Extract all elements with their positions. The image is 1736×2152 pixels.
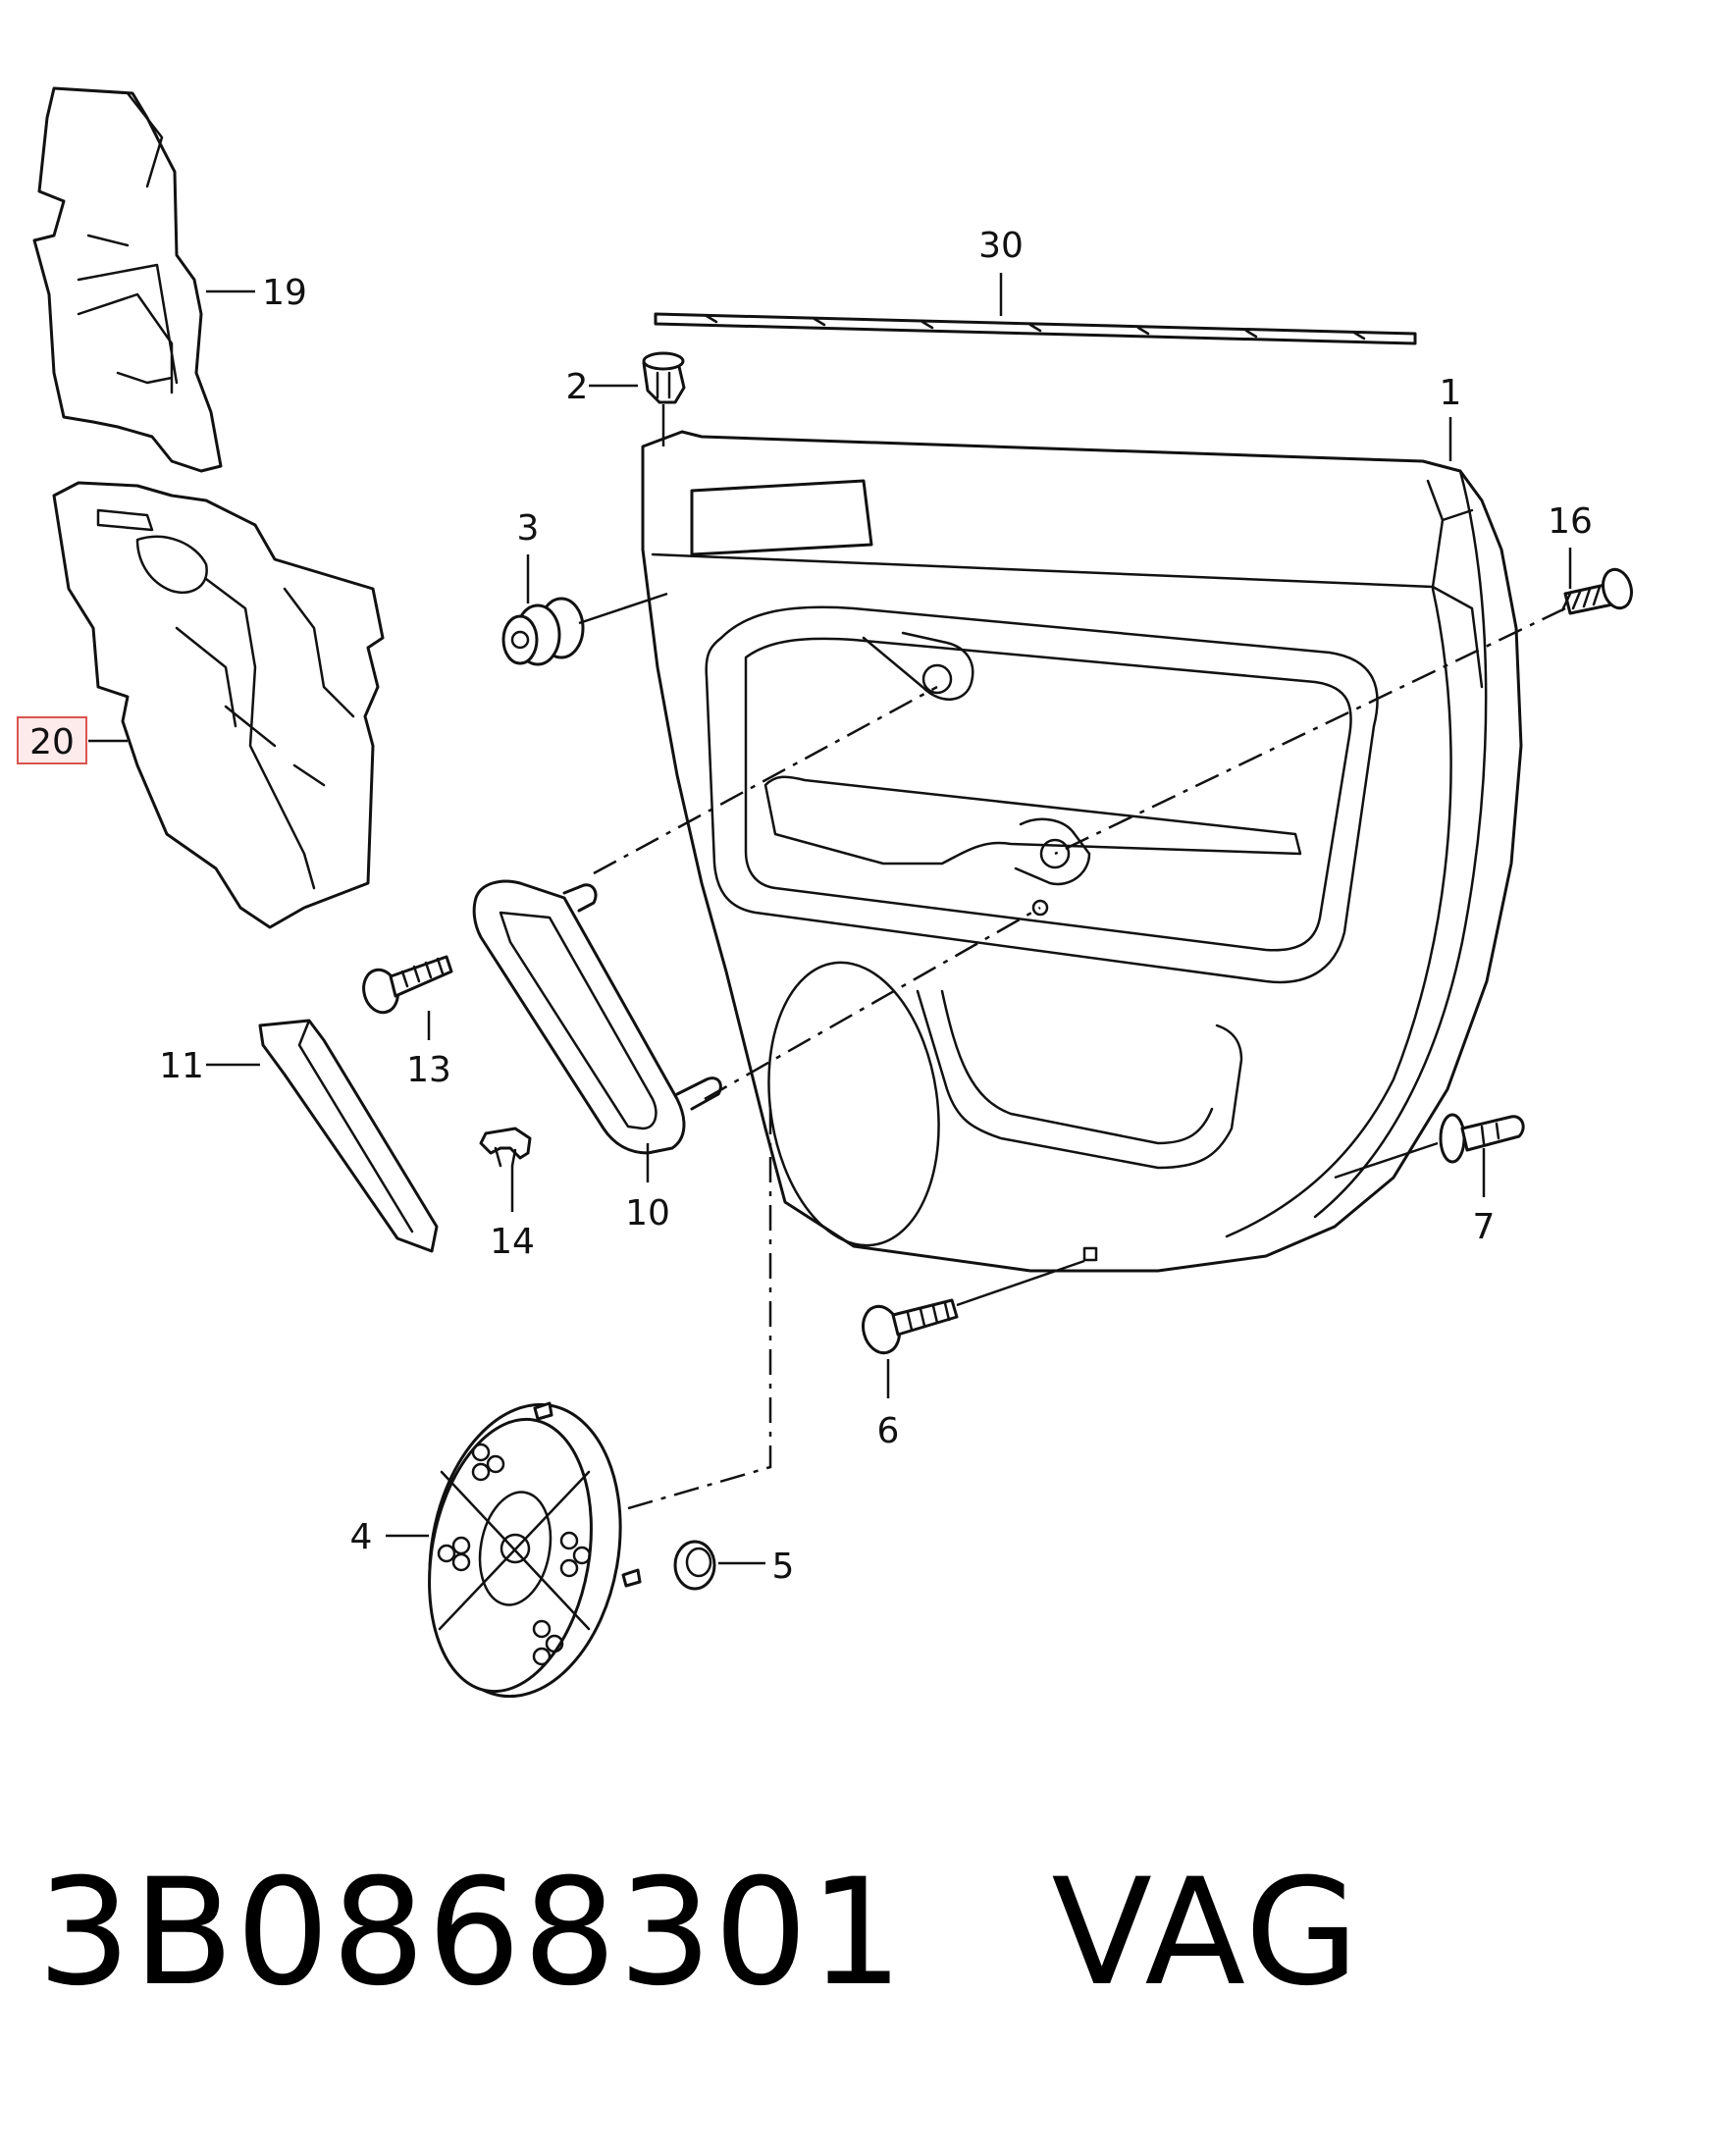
part-11-trim-strip — [258, 1019, 439, 1253]
callout-11: 11 — [159, 1046, 204, 1086]
callout-10: 10 — [625, 1193, 670, 1233]
leader-lines — [88, 273, 1572, 1565]
callout-labels: 30 1 2 3 16 19 20 13 11 14 10 7 6 4 5 — [17, 226, 1593, 1587]
part-19-insulation-upper — [32, 86, 223, 473]
part-30-window-strip — [654, 312, 1417, 345]
callout-7: 7 — [1473, 1207, 1496, 1247]
part-1-door-trim-panel — [641, 430, 1523, 1273]
callout-4: 4 — [350, 1517, 373, 1557]
part-10-pull-handle — [472, 879, 722, 1155]
part-2-clip — [642, 351, 686, 404]
part-20-insulation-lower — [52, 481, 385, 929]
callout-3: 3 — [517, 508, 540, 549]
callout-6: 6 — [877, 1411, 900, 1451]
callout-1: 1 — [1440, 373, 1462, 413]
callout-14: 14 — [490, 1222, 535, 1262]
part-13-screw — [362, 955, 453, 1015]
callout-20-highlight-box — [17, 716, 87, 764]
callout-16: 16 — [1548, 501, 1593, 542]
part-4-speaker — [428, 1401, 642, 1699]
part-14-clip-nut — [479, 1127, 532, 1168]
callout-19: 19 — [262, 273, 307, 313]
callout-30: 30 — [978, 226, 1024, 266]
part-7-rivet — [1439, 1113, 1525, 1164]
callout-13: 13 — [406, 1050, 451, 1090]
part-16-screw — [1560, 567, 1633, 615]
callout-20: 20 — [29, 722, 75, 762]
part-5-nut — [673, 1540, 716, 1591]
brand-name: VAG — [1051, 1848, 1361, 2019]
part-3-grommet — [501, 597, 585, 666]
part-number: 3B0868301 — [37, 1848, 906, 2019]
callout-5: 5 — [772, 1547, 795, 1587]
part-6-screw — [862, 1298, 959, 1355]
assembly-lines — [593, 606, 1566, 1513]
callout-2: 2 — [566, 367, 589, 407]
caption: 3B0868301 VAG — [37, 1860, 1361, 2007]
